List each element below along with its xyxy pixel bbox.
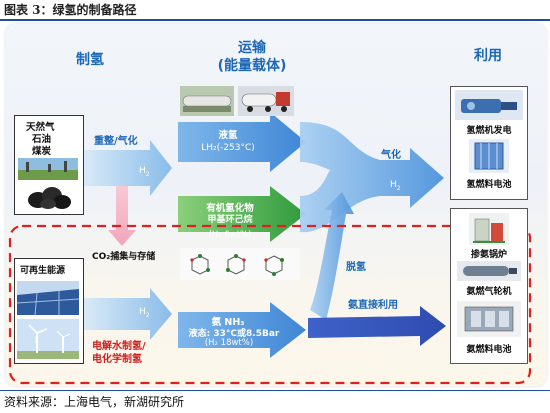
h2-label-bottom-sub: 2 (145, 311, 150, 319)
ammonia-fuel-cell-image (457, 301, 521, 337)
ammonia-title: 氨 NH₃ (211, 317, 245, 328)
renewable-label: 可再生能源 (20, 266, 66, 276)
transport-subheader: (能量载体) (217, 58, 287, 74)
direct-ammonia-label: 氨直接利用 (348, 300, 398, 311)
hydrogen-turbine-image (455, 90, 523, 120)
gasify-merge-arrow (300, 122, 444, 233)
dehydrogenation-arrow (310, 192, 354, 320)
ammonia-applications-box: 掺氨锅炉 氨燃气轮机 氨燃料电池 (450, 208, 528, 364)
organic-hydride-detail: (H₂ 6wt%) (208, 230, 252, 240)
renewable-h2-arrow (83, 288, 172, 340)
ammonia-weight: (H₂ 18wt%) (204, 338, 254, 348)
fossil-label-coal: 煤炭 (32, 146, 52, 157)
h2-label-bottom-h: H (139, 307, 146, 317)
fossil-source-box: 天然气 石油 煤炭 (14, 115, 84, 215)
h2-label-top: H2 (139, 166, 150, 178)
ammonia-route-region (8, 224, 532, 385)
app-hydrogen-turbine-power: 氢燃机发电 (466, 126, 512, 136)
ammonia-boiler-image (469, 213, 509, 245)
h2-label-top-sub: 2 (145, 170, 150, 178)
h2-label-top-h: H (139, 166, 146, 176)
organic-hydride-arrow (178, 186, 306, 242)
direct-ammonia-arrow (308, 306, 446, 346)
coal-image (28, 187, 71, 209)
wind-turbine-image (17, 319, 79, 359)
organic-hydride-subtitle: 甲基环己烷 (207, 215, 253, 225)
fossil-h2-arrow (83, 140, 172, 196)
source-note: 资料来源：上海电气，新湖研究所 (4, 395, 185, 409)
app-ammonia-fuel-cell: 氨燃料电池 (466, 345, 512, 355)
fossil-field-image (18, 158, 78, 180)
liquid-hydrogen-arrow (178, 112, 306, 172)
title-rule (0, 19, 550, 21)
app-ammonia-gas-turbine: 氨燃气轮机 (466, 287, 512, 297)
co2-capture-label: CO₂捕集与存储 (92, 252, 156, 262)
reforming-label: 重整/气化 (94, 136, 138, 147)
fossil-label-gas: 天然气 (26, 122, 55, 133)
app-hydrogen-fuel-cell: 氢燃料电池 (466, 180, 512, 190)
liquid-hydrogen-detail: LH₂(-253°C) (201, 143, 255, 153)
production-header: 制氢 (76, 52, 104, 68)
figure-title: 图表 3：绿氢的制备路径 (4, 3, 137, 17)
h2-label-right-h: H (390, 180, 397, 190)
transport-header: 运输 (238, 40, 266, 56)
molecule-structures-image (180, 248, 300, 280)
organic-hydride-title: 有机氢化物 (206, 203, 254, 214)
renewable-source-box: 可再生能源 (14, 258, 84, 364)
liquid-hydrogen-title: 液氢 (218, 130, 238, 141)
co2-arrow (108, 186, 136, 246)
h2-label-bottom: H2 (139, 307, 150, 319)
dehydrogenation-label: 脱氢 (346, 262, 366, 273)
fossil-label-oil: 石油 (32, 134, 52, 145)
ammonia-detail: 液态: 33°C或8.5Bar (188, 329, 280, 339)
h2-label-right: H2 (390, 180, 401, 192)
source-rule (0, 390, 550, 391)
hydrogen-applications-box: 氢燃机发电 氢燃料电池 (450, 86, 528, 200)
usage-header: 利用 (474, 48, 502, 64)
ammonia-turbine-image (457, 261, 521, 281)
pipeline-tank-image (180, 86, 234, 116)
electrolysis-label-1: 电解水制氢/ (92, 341, 146, 352)
electrolysis-label-2: 电化学制氢 (92, 354, 142, 365)
app-ammonia-boiler: 掺氨锅炉 (470, 250, 507, 260)
gasify-label: 气化 (381, 150, 401, 161)
ammonia-arrow (178, 302, 306, 358)
solar-panel-image (17, 281, 79, 315)
h2-label-right-sub: 2 (396, 184, 401, 192)
fuel-cell-image (469, 139, 509, 173)
tanker-truck-image (238, 86, 294, 116)
